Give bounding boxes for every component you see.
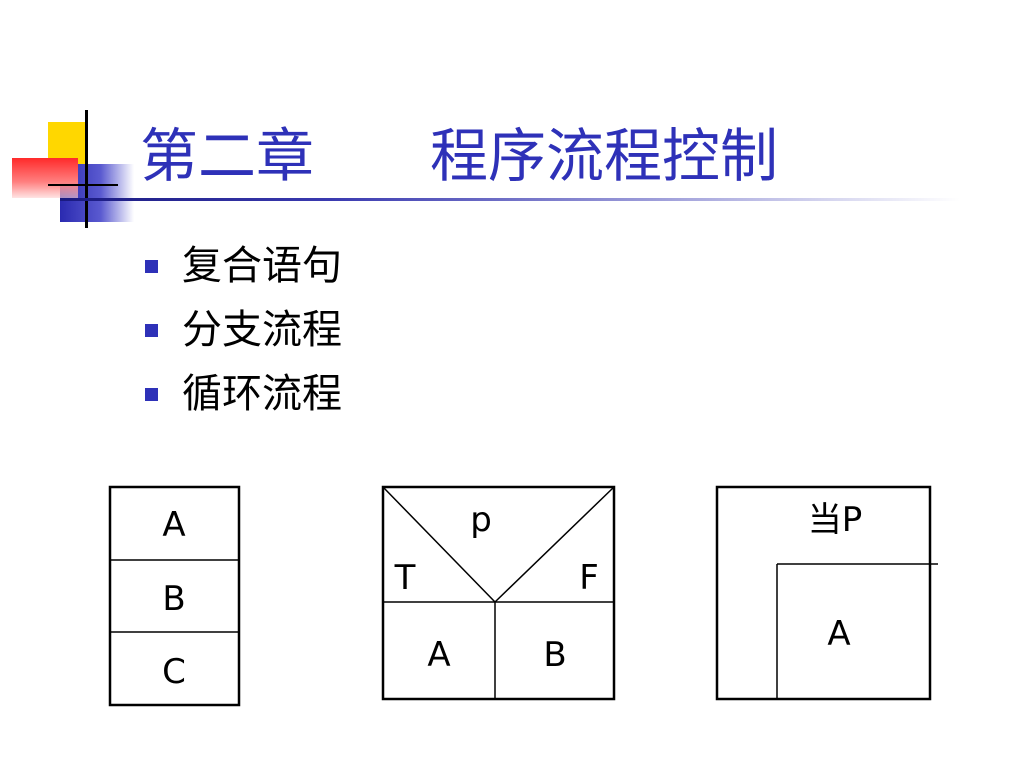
title-underline xyxy=(60,198,960,201)
deco-yellow-square xyxy=(48,122,88,164)
branch-false-diagonal xyxy=(494,486,615,603)
sequence-cell-label: B xyxy=(162,579,185,619)
loop-diagram: 当P A xyxy=(715,485,938,701)
loop-condition-label: 当P xyxy=(808,500,863,540)
bullet-text: 分支流程 xyxy=(182,307,342,353)
loop-outer-box xyxy=(715,485,932,701)
branch-true-diagonal xyxy=(382,486,496,603)
bullet-text: 复合语句 xyxy=(182,243,342,289)
sequence-diagram: A B C xyxy=(108,485,241,707)
branch-false-label: F xyxy=(579,558,599,598)
sequence-cell-label: A xyxy=(162,505,185,545)
branch-true-label: T xyxy=(394,558,416,598)
deco-horizontal-line xyxy=(48,184,118,186)
corner-decoration xyxy=(0,100,140,230)
bullet-square-icon xyxy=(145,259,158,273)
branch-outer-box xyxy=(381,485,616,701)
bullet-item: 复合语句 xyxy=(145,234,342,298)
bullet-square-icon xyxy=(145,387,158,401)
sequence-cell-label: C xyxy=(162,652,186,692)
page-title: 第二章 程序流程控制 xyxy=(140,122,779,190)
deco-vertical-line xyxy=(85,110,88,228)
branch-condition-label: p xyxy=(470,500,492,540)
bullet-text: 循环流程 xyxy=(182,371,342,417)
deco-red-square xyxy=(12,158,78,198)
sequence-outer-box xyxy=(108,485,241,707)
loop-body-label: A xyxy=(827,614,850,654)
branch-diagram: p T F A B xyxy=(381,485,616,701)
branch-true-block-label: A xyxy=(427,635,450,675)
bullet-square-icon xyxy=(145,323,158,337)
bullet-list: 复合语句 分支流程 循环流程 xyxy=(145,234,342,426)
bullet-item: 循环流程 xyxy=(145,362,342,426)
branch-false-block-label: B xyxy=(543,635,566,675)
bullet-item: 分支流程 xyxy=(145,298,342,362)
